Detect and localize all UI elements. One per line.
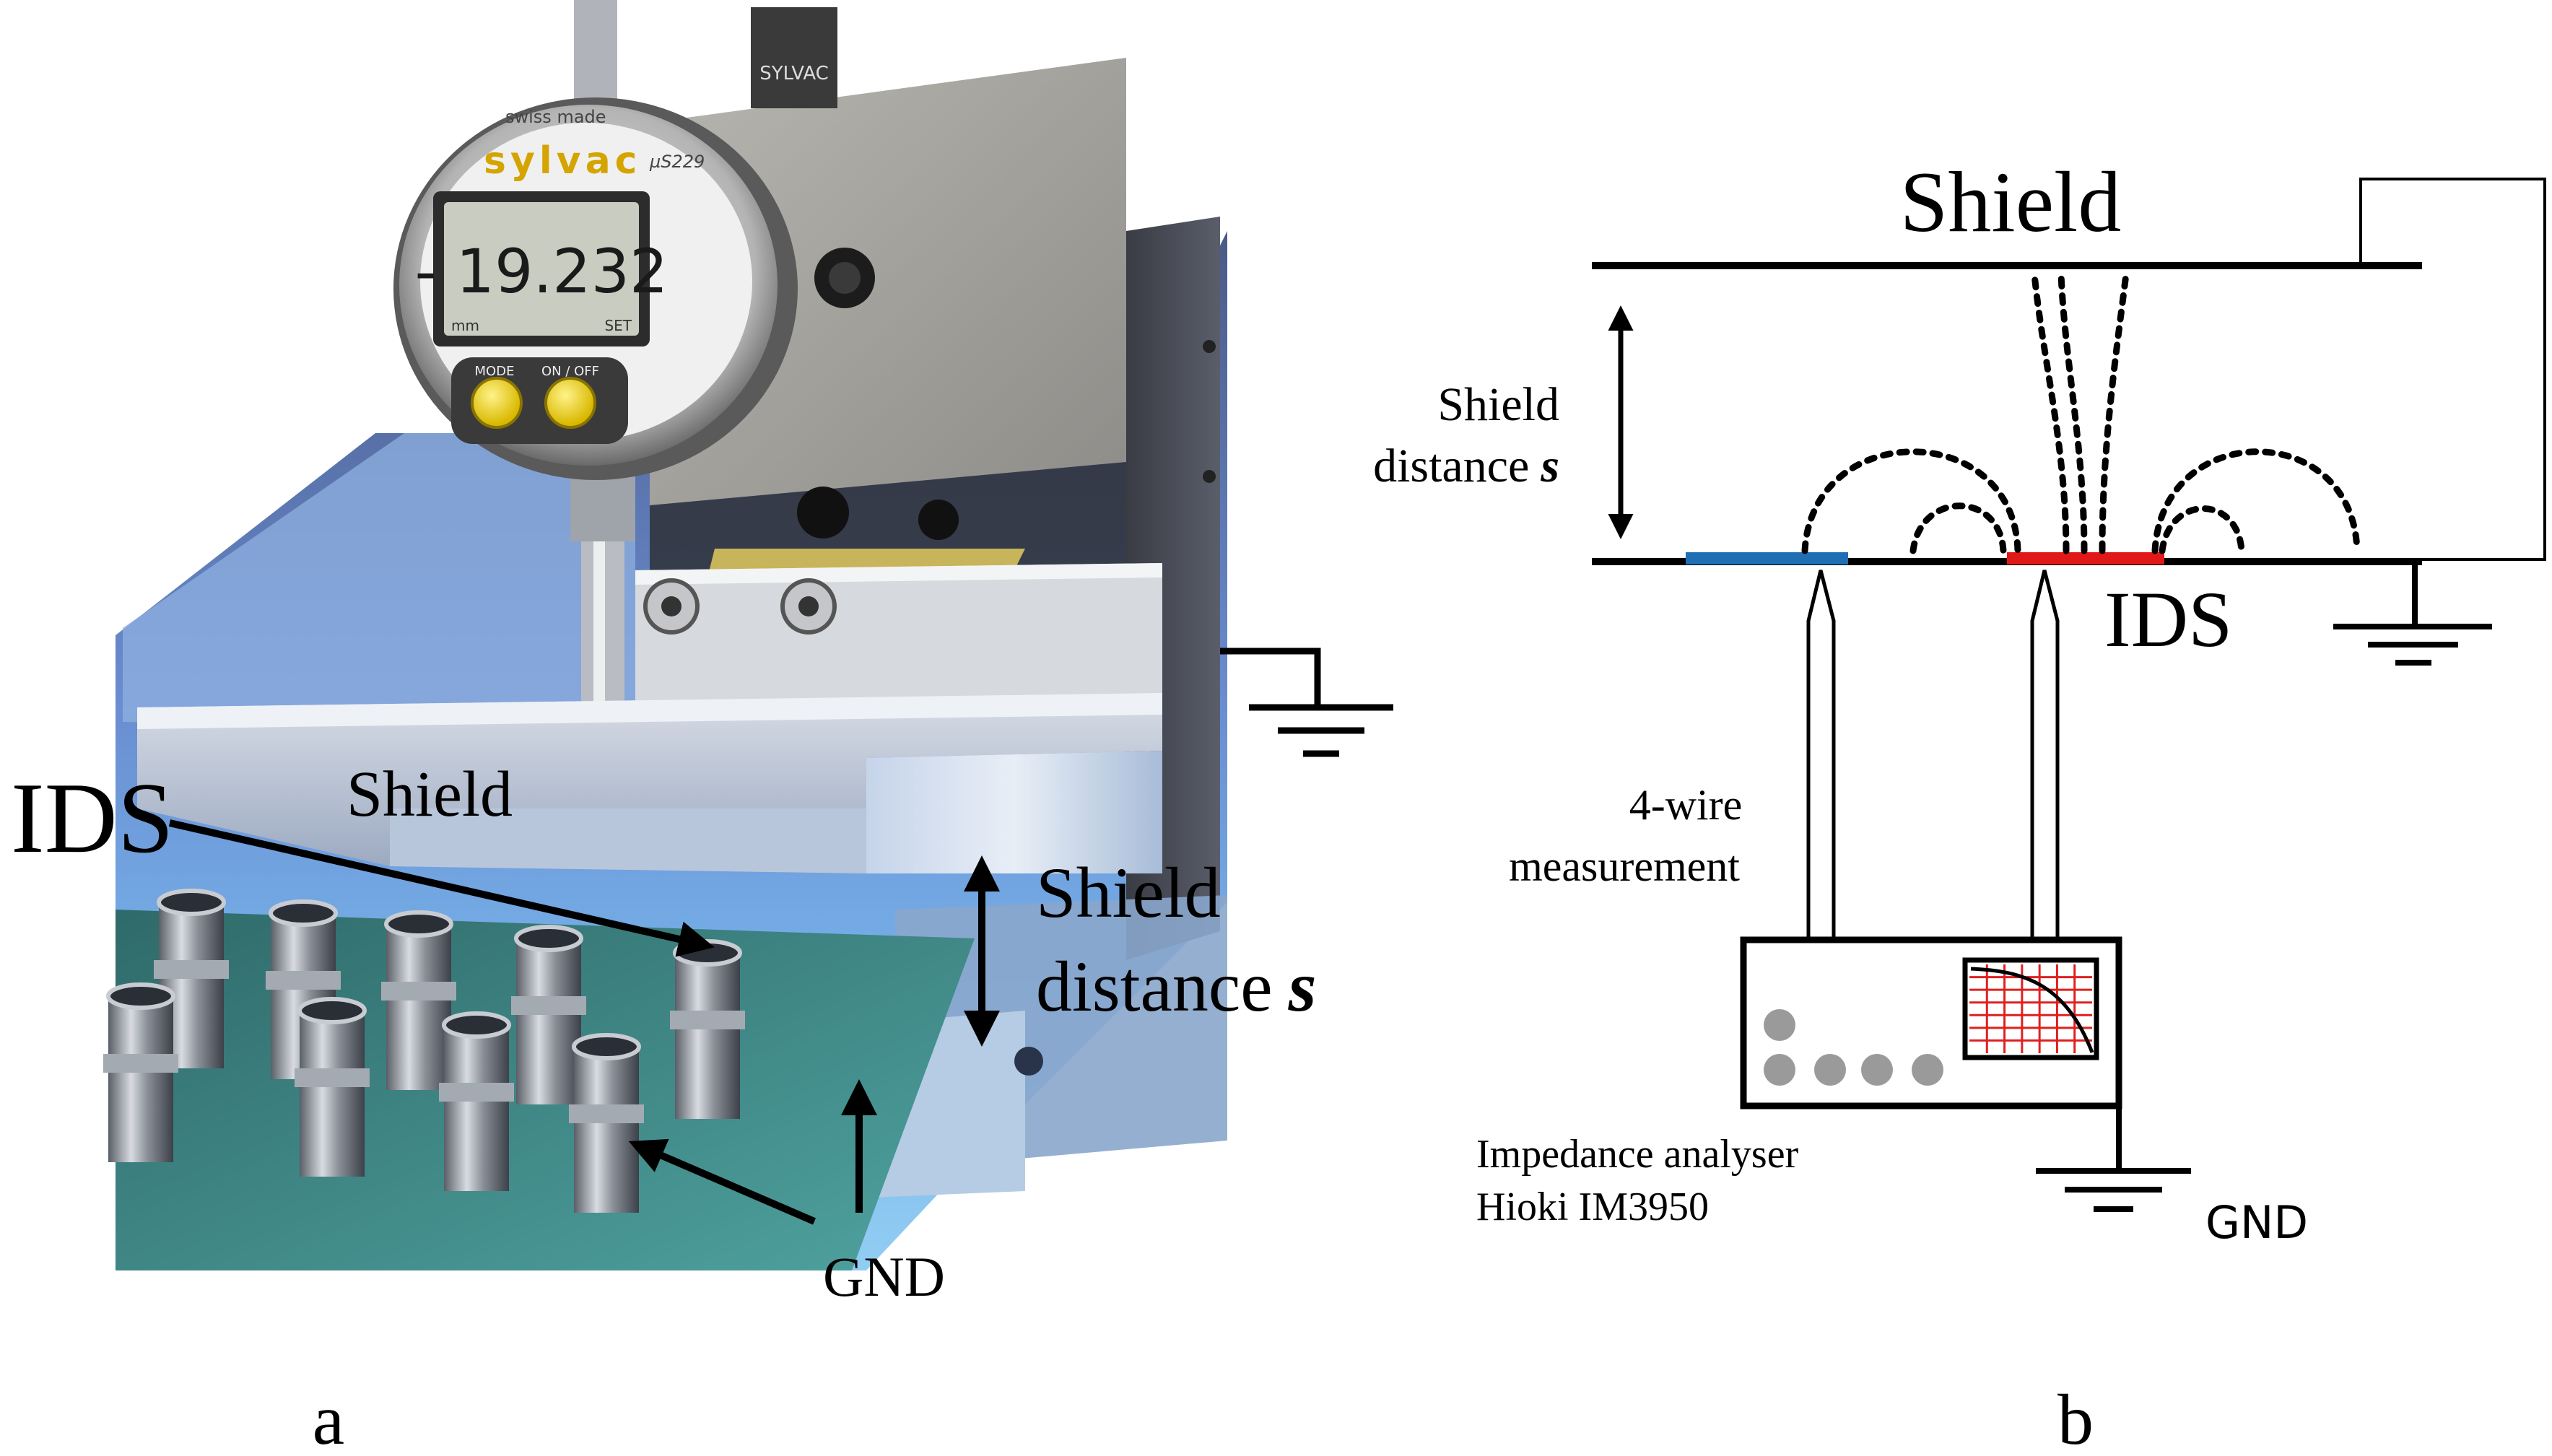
gauge-model: µS229 bbox=[649, 152, 705, 172]
ids-label: IDS bbox=[11, 762, 174, 874]
ids-label-b: IDS bbox=[2104, 575, 2232, 663]
ground-icon bbox=[2036, 1106, 2191, 1212]
bnc-connector bbox=[444, 1025, 509, 1191]
four-wire-line2: measurement bbox=[1509, 842, 1740, 890]
bnc-connector bbox=[675, 953, 740, 1119]
gauge-unit: mm bbox=[451, 317, 479, 334]
ground-icon bbox=[2333, 562, 2492, 666]
bnc-connector-ring bbox=[569, 1104, 644, 1123]
bnc-connector-top bbox=[106, 982, 175, 1010]
electrode-blue bbox=[1686, 552, 1848, 564]
gauge-brand: sylvac bbox=[484, 139, 641, 183]
gauge-mode-button bbox=[471, 377, 523, 429]
bnc-connector-top bbox=[442, 1011, 511, 1039]
gauge-onoff-button bbox=[544, 377, 596, 429]
bnc-connector-ring bbox=[381, 982, 456, 1001]
four-wire-line1: 4-wire bbox=[1629, 781, 1743, 829]
bnc-connector bbox=[574, 1047, 639, 1213]
bnc-connector bbox=[516, 938, 581, 1104]
caption-b: b bbox=[2057, 1379, 2094, 1456]
bnc-connector bbox=[108, 996, 173, 1162]
shield-distance-b-word: distance bbox=[1373, 440, 1529, 492]
bnc-connector-top bbox=[269, 899, 338, 927]
analyser-label-line2: Hioki IM3950 bbox=[1476, 1185, 1709, 1229]
bnc-connector-ring bbox=[103, 1054, 178, 1073]
probe-right bbox=[2030, 570, 2060, 938]
gauge-onoff-label: ON / OFF bbox=[541, 364, 599, 379]
shield-distance-word: distance bbox=[1036, 946, 1273, 1026]
field-lines bbox=[1801, 271, 2361, 554]
bnc-connector-top bbox=[572, 1033, 641, 1060]
caption-a: a bbox=[313, 1379, 344, 1456]
gauge-swiss-made: swiss made bbox=[505, 107, 606, 127]
gauge-set-label: SET bbox=[604, 317, 632, 334]
bnc-connector-ring bbox=[266, 971, 341, 990]
bnc-connector-top bbox=[297, 997, 367, 1024]
analyser-led bbox=[1764, 1054, 1795, 1086]
analyser-led bbox=[1912, 1054, 1943, 1086]
shield-plate bbox=[137, 693, 1162, 873]
panel-a: SYLVAC swiss made sylvac µS229 - 19.232 … bbox=[11, 0, 1393, 1456]
analyser-led bbox=[1861, 1054, 1893, 1086]
bnc-connector-top bbox=[157, 889, 226, 916]
electrode-red bbox=[2007, 552, 2164, 564]
shield-distance-var: s bbox=[1288, 946, 1317, 1026]
bnc-connector bbox=[300, 1011, 365, 1177]
analyser-screen bbox=[1962, 957, 2099, 1060]
clamp-block bbox=[635, 563, 1162, 729]
shield-return-wire bbox=[2359, 178, 2546, 561]
bnc-connector-top bbox=[384, 910, 453, 938]
bnc-connector-top bbox=[514, 925, 583, 952]
shield-distance-label-line1: Shield bbox=[1036, 853, 1221, 933]
bnc-connector-ring bbox=[439, 1083, 514, 1102]
impedance-analyser bbox=[1740, 936, 2122, 1110]
analyser-label-line1: Impedance analyser bbox=[1476, 1132, 1799, 1177]
bnc-connector-ring bbox=[154, 960, 229, 979]
bnc-connector-ring bbox=[670, 1011, 745, 1029]
gauge-brand-top: SYLVAC bbox=[759, 63, 829, 84]
side-plate bbox=[123, 433, 635, 729]
gnd-label: GND bbox=[823, 1245, 945, 1308]
gnd-label-b: GND bbox=[2205, 1196, 2308, 1249]
ids-arrow bbox=[168, 819, 715, 957]
bnc-connector-ring bbox=[295, 1068, 370, 1087]
analyser-led bbox=[1764, 1009, 1795, 1041]
probe-left bbox=[1806, 570, 1836, 938]
gauge-mode-label: MODE bbox=[475, 364, 515, 379]
bnc-connector-ring bbox=[511, 996, 586, 1015]
mounting-block bbox=[650, 58, 1126, 505]
shield-distance-b-line1: Shield bbox=[1437, 378, 1559, 431]
analyser-led bbox=[1814, 1054, 1846, 1086]
dial-gauge: swiss made sylvac µS229 - 19.232 mm SET … bbox=[393, 97, 798, 480]
shield-distance-b-var: s bbox=[1540, 440, 1559, 492]
gauge-reading: - 19.232 bbox=[415, 236, 669, 307]
ground-icon bbox=[1220, 648, 1393, 757]
bnc-connector bbox=[386, 924, 451, 1090]
shield-label: Shield bbox=[347, 759, 513, 830]
gnd-arrow-left bbox=[628, 1138, 816, 1225]
shield-label-b: Shield bbox=[1900, 154, 2122, 250]
bnc-connectors bbox=[103, 889, 745, 1213]
